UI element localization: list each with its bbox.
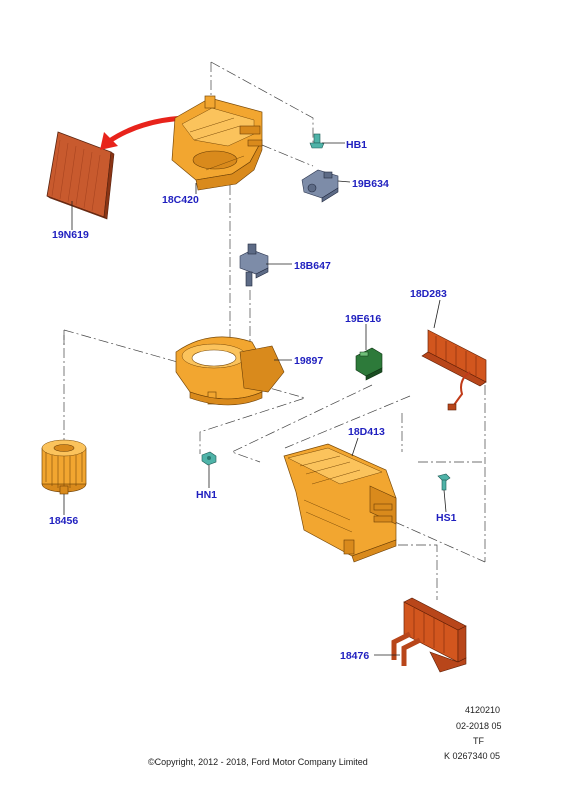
cabin-filter-19n619	[46, 131, 115, 220]
callout-19n619: 19N619	[52, 229, 89, 241]
illustration-number: K 0267340 05	[444, 751, 500, 761]
callout-19e616: 19E616	[345, 313, 381, 325]
blower-motor-18456	[41, 439, 87, 495]
callout-18476: 18476	[340, 650, 369, 662]
callout-18456: 18456	[49, 515, 78, 527]
actuator-18b647	[239, 243, 269, 287]
callout-hn1: HN1	[196, 489, 217, 501]
heater-core-18476	[391, 597, 467, 673]
callout-hs1: HS1	[436, 512, 457, 524]
leader-lines	[63, 142, 447, 656]
copyright-notice: ©Copyright, 2012 - 2018, Ford Motor Comp…	[148, 757, 368, 767]
screw-hs1	[437, 473, 451, 491]
footer: 4120210 02-2018 05 TF K 0267340 05 ©Copy…	[148, 705, 502, 767]
callout-18d413: 18D413	[348, 426, 385, 438]
callout-labels: HB1 18C420 19B634 19N619 18B647 18D283 1…	[49, 139, 457, 662]
callout-19897: 19897	[294, 355, 323, 367]
callout-18d283: 18D283	[410, 288, 447, 300]
reference-number: 4120210	[465, 705, 500, 715]
resistor-19e616	[355, 347, 383, 381]
recirculation-housing-18c420	[171, 95, 263, 191]
callout-19b634: 19B634	[352, 178, 389, 190]
heater-housing-18d413	[283, 443, 397, 563]
ptc-heater-18d283	[421, 329, 487, 411]
callout-hb1: HB1	[346, 139, 367, 151]
reference-code: TF	[473, 736, 484, 746]
blower-housing-19897	[175, 336, 285, 406]
bolt-hb1	[309, 133, 325, 149]
callout-18c420: 18C420	[162, 194, 199, 206]
nut-hn1	[201, 451, 217, 466]
callout-18b647: 18B647	[294, 260, 331, 272]
reference-date: 02-2018 05	[456, 721, 502, 731]
assembly-chain-lines	[63, 61, 486, 600]
actuator-19b634	[301, 169, 339, 203]
